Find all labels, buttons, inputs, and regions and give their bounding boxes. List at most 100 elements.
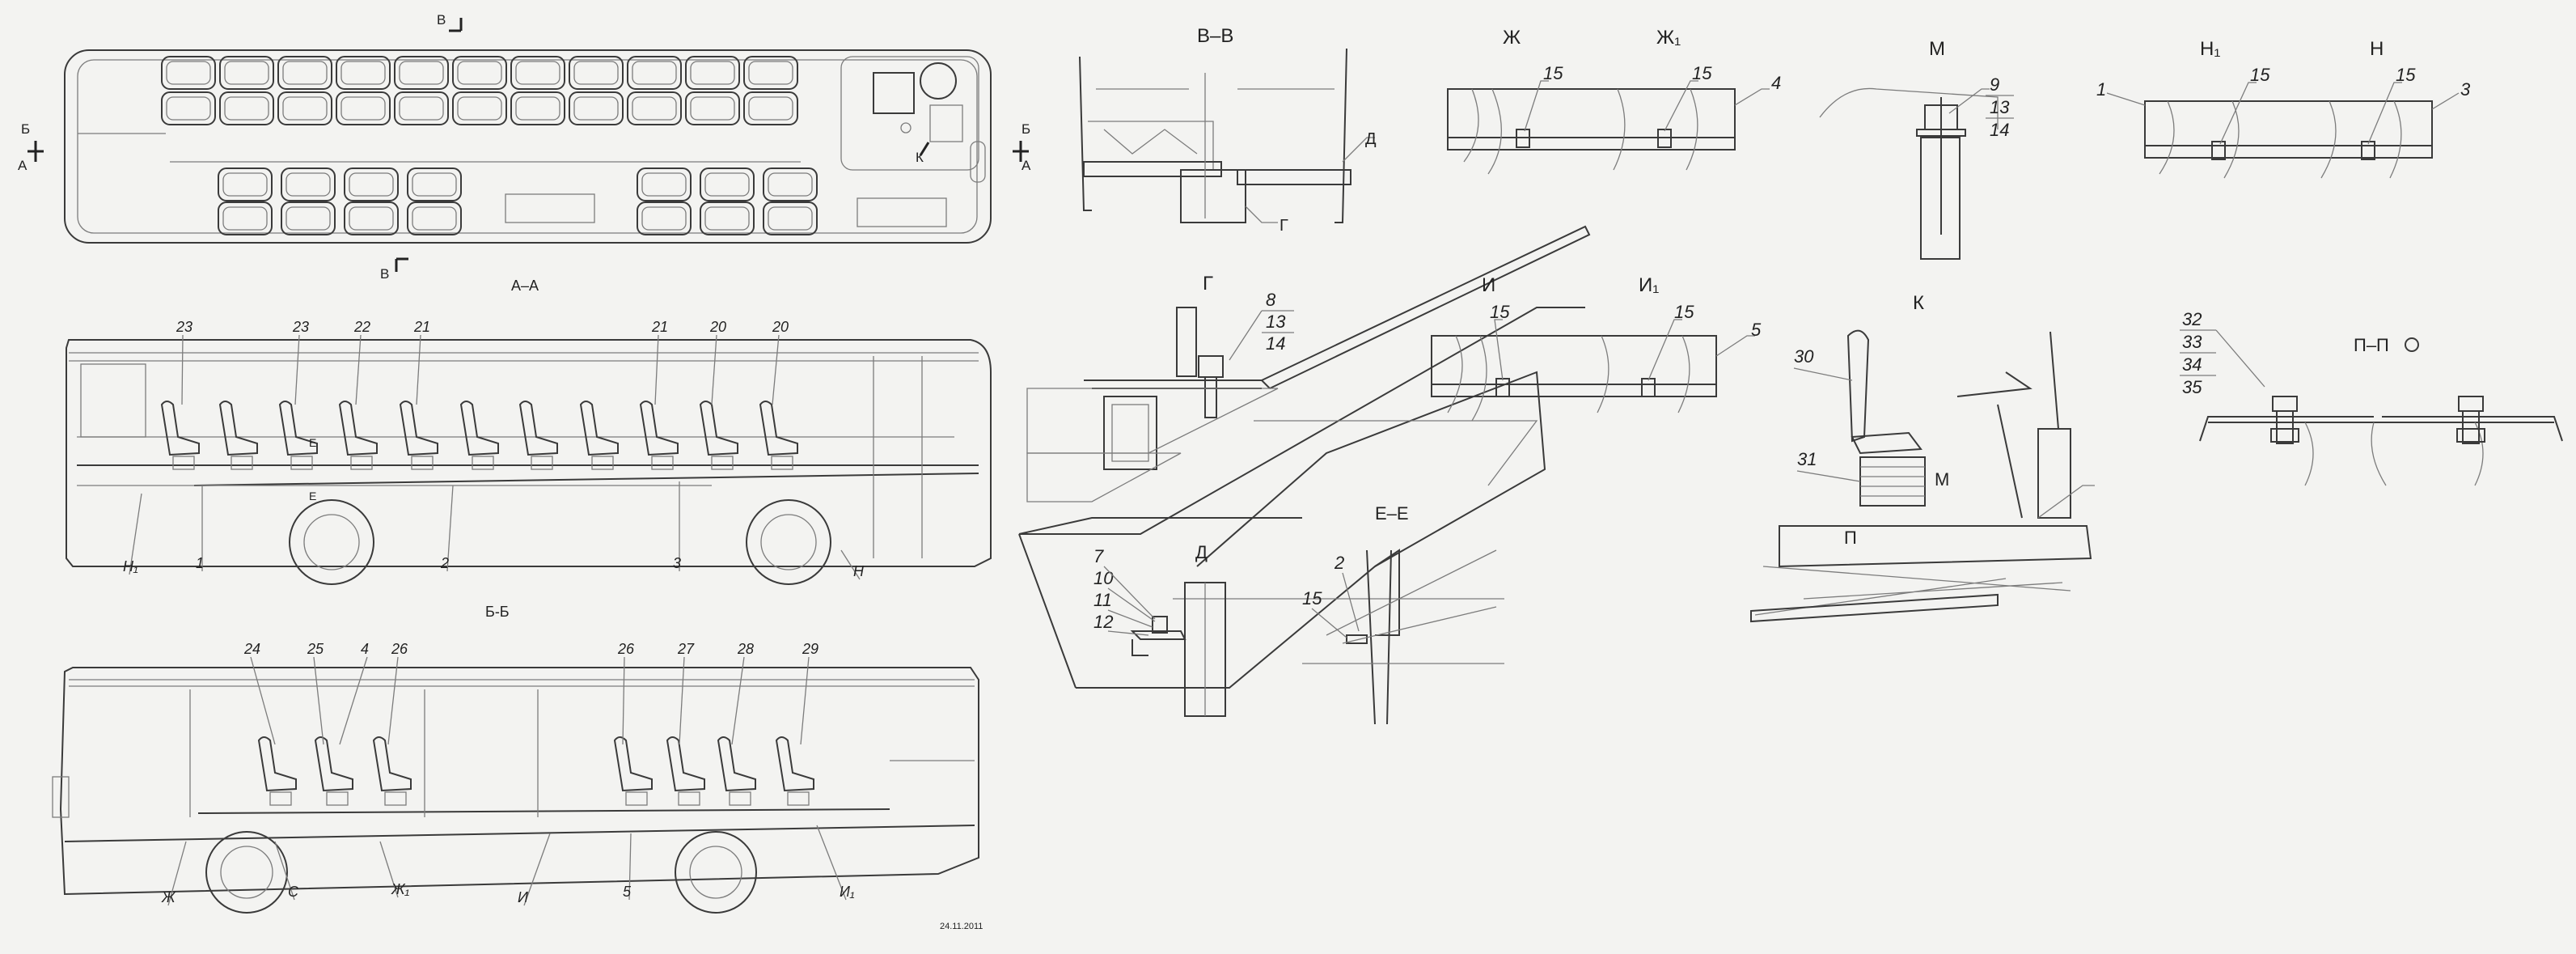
plan-seat	[700, 201, 755, 235]
side-b-bottom-callout-5: И₁	[840, 884, 855, 900]
side-a-bottom-callout-2: 2	[440, 555, 449, 571]
side-seat	[579, 401, 619, 456]
g-callout-14: 14	[1266, 333, 1285, 354]
plan-seat	[218, 167, 273, 201]
side-b-bottom-callout-0: Ж	[161, 889, 176, 905]
plan-seat	[394, 91, 449, 125]
plan-seat	[219, 56, 274, 90]
i-callout-5: 5	[1751, 320, 1762, 340]
plan-seat	[407, 167, 462, 201]
section-marker-a-right: А	[1022, 158, 1031, 173]
plan-seat	[685, 56, 740, 90]
plan-seat	[627, 56, 682, 90]
side-seat	[613, 736, 653, 792]
side-a-seats	[160, 401, 798, 470]
view-label-p-p: П–П	[2354, 335, 2389, 355]
driver-cab-plan	[873, 62, 963, 142]
plan-seat	[336, 91, 391, 125]
side-b-top-callout-4: 26	[617, 641, 635, 657]
view-label-b-b: Б-Б	[485, 604, 510, 620]
plan-seat	[685, 91, 740, 125]
plan-seat	[161, 91, 216, 125]
pp-callout-32: 32	[2182, 309, 2202, 329]
plan-seat	[407, 201, 462, 235]
side-a-top-callout-1: 23	[292, 319, 309, 335]
side-b-bottom-callout-4: 5	[623, 884, 632, 900]
d-callout-12: 12	[1093, 612, 1113, 632]
section-marker-b-right: Б	[1022, 121, 1030, 137]
d-callout-10: 10	[1093, 568, 1114, 588]
plan-seat	[394, 56, 449, 90]
section-marker-b-left: Б	[21, 121, 30, 137]
d-callout-11: 11	[1093, 590, 1112, 610]
view-label-k: К	[1913, 292, 1924, 314]
side-b-bottom-callout-1: С	[288, 884, 299, 900]
plan-seat	[219, 91, 274, 125]
ee-callout-2: 2	[1334, 553, 1344, 573]
plan-seat	[281, 167, 336, 201]
view-label-d: Д	[1195, 542, 1208, 562]
k-marker-m: М	[1935, 469, 1949, 490]
plan-seat	[743, 56, 798, 90]
section-marker-a-left: А	[18, 158, 27, 173]
side-seat	[759, 401, 798, 456]
side-b-top-callout-7: 29	[802, 641, 818, 657]
plan-seat	[452, 56, 507, 90]
view-label-v-v: В–В	[1197, 25, 1233, 47]
detail-zh-pair: Ж Ж₁ 15 15 4	[1447, 27, 1781, 175]
side-b-top-callout-0: 24	[243, 641, 260, 657]
plan-seat	[344, 167, 399, 201]
side-a-top-callout-3: 21	[413, 319, 430, 335]
side-seat	[666, 736, 705, 792]
detail-k: К 30 31 М П	[1750, 292, 2095, 623]
detail-i-pair: И И₁ 15 15 5	[1431, 274, 1762, 422]
detail-d: Д 7 10 11 12	[1093, 542, 1226, 717]
side-seat	[639, 401, 679, 456]
side-a-bottom-callout-0: Н₁	[123, 558, 138, 575]
side-a-top-callout-4: 21	[651, 319, 668, 335]
side-seat	[775, 736, 814, 792]
plan-seat	[569, 91, 624, 125]
plan-seat	[637, 201, 692, 235]
plan-seat	[763, 167, 818, 201]
side-seat	[278, 401, 318, 456]
side-seat	[699, 401, 738, 456]
side-a-bottom-callout-4: Н	[853, 563, 865, 579]
detail-m: М 9 13 14	[1819, 38, 2014, 260]
view-label-i: И	[1482, 274, 1495, 296]
section-marker-v-top: В	[437, 12, 446, 28]
plan-seat	[763, 201, 818, 235]
detail-g: Г 8 13 14	[1018, 225, 1591, 689]
view-label-zh: Ж	[1503, 27, 1521, 49]
plan-seat-row-upper	[161, 56, 798, 125]
m-callout-9: 9	[1990, 74, 1999, 95]
plan-seat	[569, 56, 624, 90]
view-label-zh1: Ж₁	[1656, 27, 1681, 49]
m-callout-13: 13	[1990, 97, 2010, 117]
view-label-n: Н	[2370, 38, 2384, 60]
plan-seat	[700, 167, 755, 201]
k-callout-30: 30	[1794, 346, 1814, 367]
n-callout-15b: 15	[2396, 65, 2416, 85]
side-a-top-callout-0: 23	[176, 319, 192, 335]
side-seat	[399, 401, 438, 456]
side-seat	[459, 401, 499, 456]
detail-marker-k: К	[916, 150, 924, 165]
detail-n-pair: Н₁ Н 1 15 15 3	[2096, 38, 2471, 179]
side-b-top-callout-2: 4	[361, 641, 369, 657]
vv-marker-g: Г	[1280, 217, 1288, 235]
view-label-g: Г	[1203, 273, 1213, 295]
side-a-e-mark-1: Е	[309, 490, 316, 502]
ee-callout-15: 15	[1302, 588, 1322, 608]
plan-seat	[336, 56, 391, 90]
side-seat	[160, 401, 200, 456]
plan-seat	[452, 91, 507, 125]
plan-seat	[510, 56, 565, 90]
zh-callout-15b: 15	[1692, 63, 1712, 83]
view-label-i1: И₁	[1639, 274, 1659, 296]
drawing-date: 24.11.2011	[940, 922, 983, 931]
